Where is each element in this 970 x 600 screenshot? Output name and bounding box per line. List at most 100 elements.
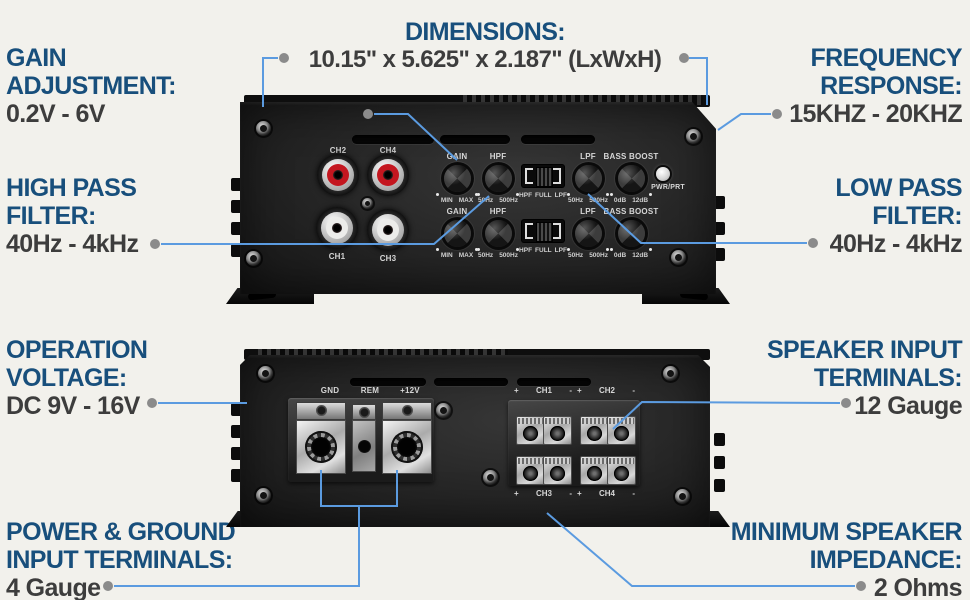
panel-screw bbox=[362, 198, 373, 209]
control-max-label: 500Hz bbox=[589, 252, 608, 259]
panel-screw bbox=[483, 470, 498, 485]
callout-speaker-input-terminals: SPEAKER INPUT TERMINALS: 12 Gauge bbox=[767, 336, 963, 420]
rca-label-ch1: CH1 bbox=[328, 252, 346, 261]
speaker-label-ch4: +CH4- bbox=[577, 489, 635, 498]
terminal-set-screw bbox=[296, 402, 346, 420]
control-max-label: 500Hz bbox=[499, 197, 518, 204]
heatsink-fins-top bbox=[463, 95, 703, 105]
control-min-label: 50Hz bbox=[478, 252, 494, 259]
rca-jack-ch1 bbox=[316, 207, 358, 249]
switch-knob bbox=[536, 167, 553, 187]
rca-jack-ch4 bbox=[367, 154, 409, 196]
control-min-label: 0dB bbox=[613, 252, 627, 259]
heatsink-fin-left bbox=[231, 469, 242, 482]
callout-value: 12 Gauge bbox=[854, 392, 962, 420]
control-min-label: MIN bbox=[440, 252, 453, 259]
power-label-12v: +12V bbox=[400, 386, 420, 395]
callout-heading: FILTER: bbox=[872, 202, 962, 230]
control-max-label: 12dB bbox=[632, 197, 649, 204]
heatsink-fin-left bbox=[231, 425, 242, 438]
control-label: LPF bbox=[580, 152, 596, 161]
switch-pos-lpf: LPF bbox=[554, 192, 567, 199]
crossover-slide-switch bbox=[522, 220, 564, 242]
vent-slot bbox=[350, 378, 426, 386]
callout-heading: IMPEDANCE: bbox=[809, 546, 963, 574]
hpf-knob bbox=[484, 165, 512, 192]
callout-value: DC 9V - 16V bbox=[6, 392, 140, 420]
speaker-terminal-ch2-neg bbox=[607, 416, 636, 445]
callout-value: 0.2V - 6V bbox=[6, 100, 105, 128]
vent-slot bbox=[517, 378, 591, 386]
control-min-label: 50Hz bbox=[568, 252, 584, 259]
callout-high-pass-filter: HIGH PASS FILTER: 40Hz - 4kHz bbox=[6, 174, 139, 258]
switch-pos-full: FULL bbox=[535, 247, 552, 254]
speaker-terminal-ch4-pos bbox=[580, 456, 609, 485]
terminal-set-screw bbox=[382, 402, 432, 420]
heatsink-fin-left bbox=[231, 447, 242, 460]
switch-knob bbox=[536, 222, 553, 242]
terminal-wire-hole bbox=[305, 431, 337, 463]
callout-heading: OPERATION bbox=[6, 336, 148, 364]
switch-pos-lpf: LPF bbox=[554, 247, 567, 254]
control-label: BASS BOOST bbox=[603, 152, 659, 161]
control-label: HPF bbox=[489, 152, 507, 161]
speaker-terminal-ch1-neg bbox=[543, 416, 572, 445]
bass-boost-knob bbox=[617, 220, 645, 247]
speaker-terminal-ch3-pos bbox=[516, 456, 545, 485]
callout-heading: ADJUSTMENT: bbox=[6, 72, 176, 100]
control-label: BASS BOOST bbox=[603, 207, 659, 216]
callout-minimum-speaker-impedance: MINIMUM SPEAKER IMPEDANCE: 2 Ohms bbox=[731, 518, 963, 600]
channel-label: CH1 bbox=[535, 386, 552, 395]
vent-slot bbox=[440, 135, 510, 144]
terminal-wire-hole bbox=[391, 431, 423, 463]
callout-value: 2 Ohms bbox=[873, 574, 963, 600]
control-min-label: 50Hz bbox=[478, 197, 494, 204]
panel-screw bbox=[671, 250, 686, 265]
minus-sign: - bbox=[569, 489, 572, 498]
panel-screw bbox=[258, 366, 273, 381]
minus-sign: - bbox=[569, 386, 572, 395]
callout-heading: VOLTAGE: bbox=[6, 364, 127, 392]
vent-slot bbox=[352, 135, 434, 144]
heatsink-fin-left bbox=[231, 403, 242, 416]
terminal-set-screw bbox=[352, 404, 376, 420]
speaker-terminal-ch3-neg bbox=[543, 456, 572, 485]
vent-slot bbox=[521, 135, 595, 144]
control-max-label: MAX bbox=[458, 252, 474, 259]
speaker-terminal-ch2-pos bbox=[580, 416, 609, 445]
callout-value: 40Hz - 4kHz bbox=[6, 230, 139, 258]
speaker-terminal-ch1-pos bbox=[516, 416, 545, 445]
switch-pos-hpf: HPF bbox=[519, 192, 533, 199]
speaker-label-ch1: + CH1 - bbox=[514, 386, 572, 395]
rca-hole bbox=[333, 170, 343, 180]
panel-screw bbox=[686, 129, 701, 144]
plus-sign: + bbox=[514, 386, 519, 395]
minus-sign: - bbox=[632, 489, 635, 498]
rca-jack-ch3 bbox=[367, 209, 409, 251]
heatsink-fin-left bbox=[231, 244, 242, 257]
channel-label: CH3 bbox=[535, 489, 552, 498]
terminal-cage bbox=[296, 420, 346, 474]
callout-heading: INPUT TERMINALS: bbox=[6, 546, 233, 574]
plus-sign: + bbox=[577, 489, 582, 498]
callout-heading: FREQUENCY bbox=[810, 44, 962, 72]
control-label: HPF bbox=[489, 207, 507, 216]
panel-screw bbox=[246, 251, 261, 266]
rca-label-ch2: CH2 bbox=[329, 146, 347, 155]
power-protect-led bbox=[656, 167, 670, 181]
heatsink-fin-left bbox=[231, 178, 242, 191]
callout-frequency-response: FREQUENCY RESPONSE: 15KHZ - 20KHZ bbox=[789, 44, 962, 128]
rca-hole bbox=[332, 223, 342, 233]
minus-sign: - bbox=[632, 386, 635, 395]
callout-heading: DIMENSIONS: bbox=[404, 18, 566, 46]
panel-screw bbox=[675, 489, 690, 504]
rca-label-ch3: CH3 bbox=[379, 254, 397, 263]
speaker-label-ch3: +CH3- bbox=[514, 489, 572, 498]
heatsink-fin-right bbox=[714, 248, 725, 261]
callout-heading: POWER & GROUND bbox=[6, 518, 236, 546]
amp-rear-panel: GND REM +12V +CH1- +CH2- bbox=[226, 348, 730, 538]
